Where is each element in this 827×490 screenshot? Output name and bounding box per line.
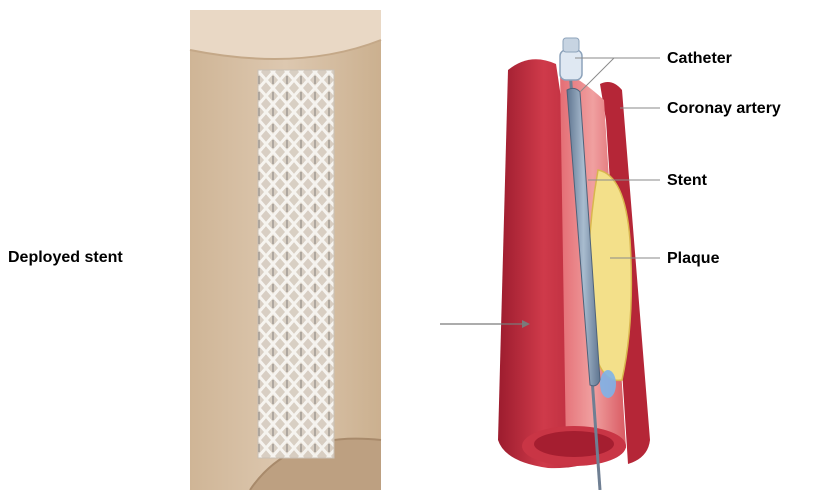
artery-illustration <box>440 38 650 490</box>
label-catheter: Catheter <box>667 50 732 67</box>
label-plaque: Plaque <box>667 250 720 267</box>
label-stent: Stent <box>667 172 708 189</box>
deployed-stent-caption: Deployed stent <box>8 249 123 266</box>
balloon-tip <box>600 370 616 398</box>
stent-mesh <box>258 70 334 458</box>
catheter-tip <box>560 50 582 80</box>
deployed-stent-image <box>190 10 381 490</box>
label-coronary-artery: Coronay artery <box>667 100 781 117</box>
